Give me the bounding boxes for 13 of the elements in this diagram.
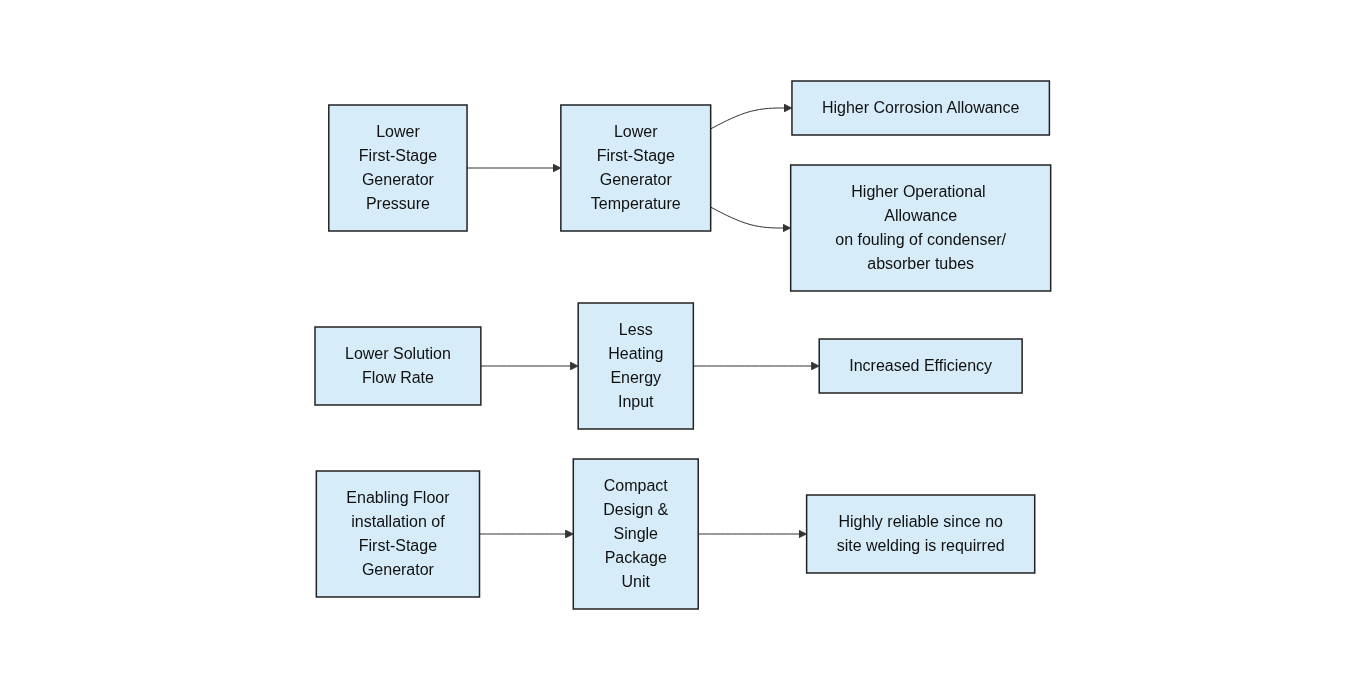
- node-box: Higher Operational Allowance on fouling of condenser/ absorber tubes: [790, 164, 1052, 292]
- node-box: Lower First-Stage Generator Pressure: [328, 104, 468, 232]
- node-box: Highly reliable since no site welding is requirred: [806, 494, 1036, 574]
- node-box: Higher Corrosion Allowance: [791, 80, 1051, 136]
- node-box: Less Heating Energy Input: [577, 302, 695, 430]
- node-box: Enabling Floor installation of First-Stage Generator: [315, 470, 481, 598]
- node-box: Increased Efficiency: [818, 338, 1023, 394]
- arrow: [693, 361, 820, 371]
- arrow: [479, 529, 574, 539]
- node-box: Lower First-Stage Generator Temperature: [560, 104, 712, 232]
- arrow: [710, 103, 793, 130]
- node-box: Compact Design & Single Package Unit: [572, 458, 700, 610]
- node-box: Lower Solution Flow Rate: [314, 326, 482, 406]
